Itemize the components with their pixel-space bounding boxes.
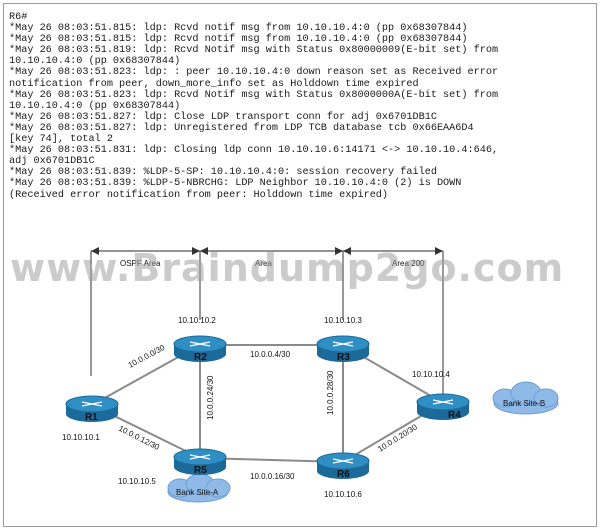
area-label-left: OSPF Area bbox=[120, 259, 161, 268]
log-line: adj 0x6701DB1C bbox=[9, 156, 95, 168]
log-line: *May 26 08:03:51.827: ldp: Unregistered … bbox=[9, 122, 474, 134]
area-arrows bbox=[91, 247, 443, 255]
log-line: notification from peer, down_more_info s… bbox=[9, 78, 419, 90]
log-line: *May 26 08:03:51.823: ldp: Rcvd Notif ms… bbox=[9, 89, 499, 101]
log-line: R6# bbox=[9, 12, 28, 23]
router-log-output: R6# *May 26 08:03:51.815: ldp: Rcvd noti… bbox=[9, 12, 593, 201]
subnet-label-r5-r6: 10.0.0.16/30 bbox=[250, 472, 295, 481]
log-line: 10.10.10.4:0 (pp 0x68307844) bbox=[9, 100, 181, 112]
arrow-head bbox=[435, 247, 443, 255]
subnet-label-r3-r6: 10.0.0.28/30 bbox=[326, 370, 335, 415]
router-ip: 10.10.10.5 bbox=[118, 477, 156, 486]
router-r4: R4 bbox=[416, 393, 470, 421]
subnet-label-r2-r3: 10.0.0.4/30 bbox=[250, 350, 291, 359]
watermark-text: www.Braindump2go.com bbox=[10, 246, 565, 290]
log-line: *May 26 08:03:51.819: ldp: Rcvd Notif ms… bbox=[9, 45, 499, 57]
cloud-label: Bank Site-A bbox=[176, 488, 219, 497]
router-arrows-icon bbox=[432, 399, 454, 405]
cloud-bank-site-b: Bank Site-B bbox=[492, 381, 559, 415]
log-line: *May 26 08:03:51.823: ldp: : peer 10.10.… bbox=[9, 67, 499, 79]
router-ip: 10.10.10.4 bbox=[412, 370, 450, 379]
log-line: *May 26 08:03:51.839: %LDP-5-NBRCHG: LDP… bbox=[9, 178, 462, 190]
router-arrows-icon bbox=[189, 454, 211, 460]
arrow-head bbox=[192, 247, 200, 255]
cloud-bank-site-a: Bank Site-A bbox=[167, 473, 231, 503]
router-r3: R3 bbox=[316, 335, 370, 363]
router-arrows-icon bbox=[332, 458, 354, 464]
log-line: *May 26 08:03:51.815: ldp: Rcvd notif ms… bbox=[9, 34, 468, 46]
arrow-head bbox=[343, 247, 351, 255]
router-name: R2 bbox=[194, 352, 207, 363]
router-arrows-icon bbox=[81, 401, 103, 407]
router-r5: R5 bbox=[173, 448, 227, 476]
log-line: *May 26 08:03:51.827: ldp: Close LDP tra… bbox=[9, 111, 437, 123]
area-boundaries bbox=[90, 250, 444, 395]
router-name: R4 bbox=[448, 410, 461, 421]
area-label-right: Area 200 bbox=[392, 259, 425, 268]
arrow-head bbox=[335, 247, 343, 255]
router-arrows-icon bbox=[189, 341, 211, 347]
router-ip: 10.10.10.1 bbox=[62, 433, 100, 442]
subnet-label-r2-r5: 10.0.0.24/30 bbox=[206, 375, 215, 420]
router-r1: R1 bbox=[65, 395, 119, 423]
log-line: *May 26 08:03:51.815: ldp: Rcvd notif ms… bbox=[9, 23, 468, 35]
router-ip: 10.10.10.6 bbox=[324, 490, 362, 499]
log-line: *May 26 08:03:51.831: ldp: Closing ldp c… bbox=[9, 145, 499, 157]
router-r2: R2 bbox=[173, 335, 227, 363]
arrow-head bbox=[91, 247, 99, 255]
router-ip: 10.10.10.2 bbox=[178, 316, 216, 325]
arrow-head bbox=[200, 247, 208, 255]
log-line: (Received error notification from peer: … bbox=[9, 189, 389, 201]
router-name: R3 bbox=[337, 352, 350, 363]
area-label-middle: Area bbox=[255, 259, 272, 268]
log-line: *May 26 08:03:51.839: %LDP-5-SP: 10.10.1… bbox=[9, 167, 437, 179]
router-r6: R6 bbox=[316, 452, 370, 480]
cloud-label: Bank Site-B bbox=[503, 399, 545, 408]
image-frame bbox=[3, 3, 597, 527]
router-arrows-icon bbox=[332, 341, 354, 347]
log-line: 10.10.10.4:0 (pp 0x68307844) bbox=[9, 56, 181, 68]
router-name: R6 bbox=[337, 469, 350, 480]
router-ip: 10.10.10.3 bbox=[324, 316, 362, 325]
router-name: R1 bbox=[85, 412, 98, 423]
log-line: [key 74], total 2 bbox=[9, 134, 113, 146]
router-name: R5 bbox=[194, 465, 207, 476]
